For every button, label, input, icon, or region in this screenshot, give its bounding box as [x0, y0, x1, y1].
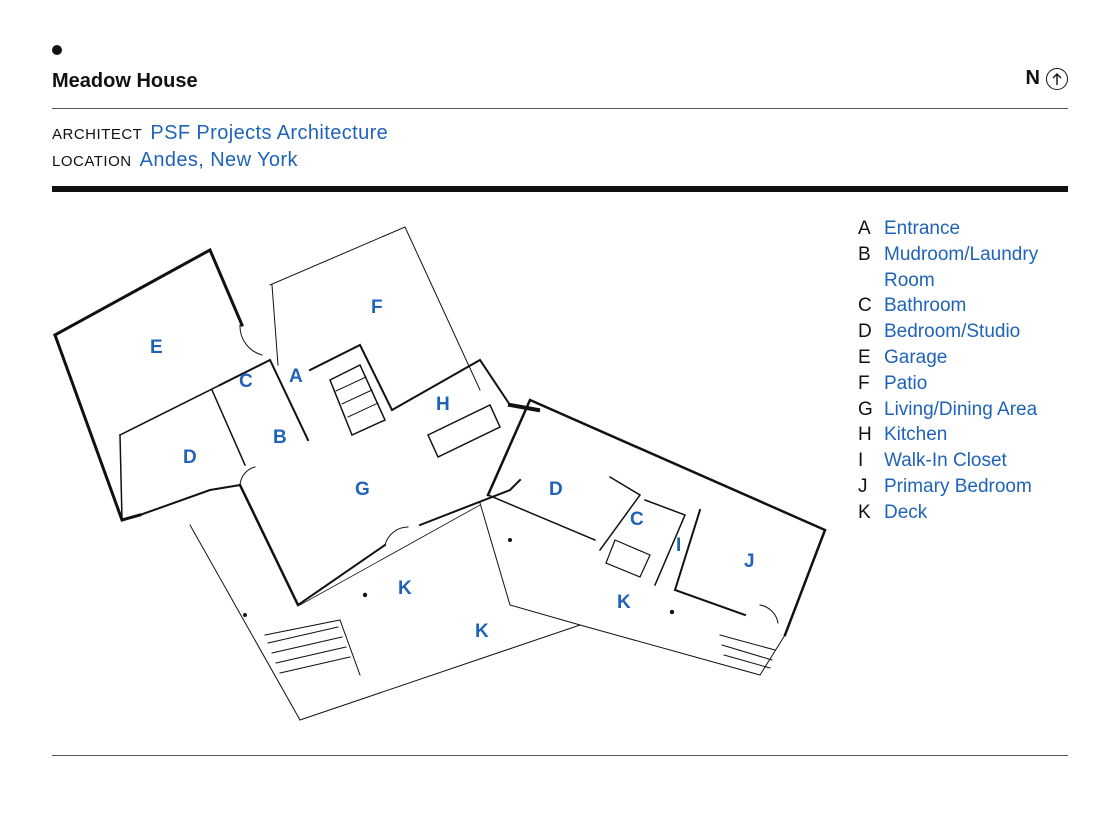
room-label-b: B	[273, 427, 287, 448]
deck-inner-edge	[299, 504, 481, 606]
door-swing-primary	[759, 604, 779, 624]
door-swing-bedroom	[239, 466, 256, 486]
room-label-k-east: K	[617, 592, 631, 613]
north-indicator: N	[1026, 67, 1068, 90]
deck-post	[508, 538, 512, 542]
bedroom-south-wall	[138, 483, 242, 517]
bath-wall	[218, 358, 310, 442]
architect-value: PSF Projects Architecture	[150, 122, 389, 144]
bedroom-west-wall	[119, 434, 123, 521]
kitchen-wall	[390, 358, 512, 412]
shower-wall	[211, 389, 246, 466]
door-swing-garage	[239, 324, 263, 356]
garage-wall	[52, 247, 244, 338]
living-west-wall	[238, 483, 300, 607]
deck-post	[362, 592, 368, 598]
location-label: LOCATION	[52, 153, 132, 170]
living-south-glazing	[418, 478, 522, 527]
room-label-d-east: D	[549, 479, 563, 500]
arrow-up-circle-icon	[1046, 67, 1068, 90]
deck-east-steps	[719, 634, 776, 669]
room-label-d-west: D	[183, 447, 197, 468]
location-line: LOCATION Andes, New York	[52, 149, 298, 172]
floor-plan: E F C A H B D G D C I J K K K	[52, 226, 827, 721]
footer-divider	[52, 755, 1068, 756]
wing-bath-wall	[598, 475, 642, 552]
header-divider	[52, 108, 1068, 109]
living-south-wall	[296, 543, 387, 607]
stair-wall	[308, 343, 394, 412]
bathtub	[605, 539, 651, 578]
deck-mid	[479, 502, 581, 626]
room-label-a: A	[289, 366, 303, 387]
garage-west-wall	[53, 333, 142, 522]
wing-bedroom-south-wall	[487, 494, 596, 541]
garage-bedroom-divider	[118, 383, 222, 437]
architect-line: ARCHITECT PSF Projects Architecture	[52, 122, 388, 145]
room-label-g: G	[355, 479, 370, 500]
page-title: Meadow House	[52, 70, 198, 92]
door-swing-living	[384, 526, 409, 546]
room-label-k-south: K	[475, 621, 489, 642]
deck-post	[243, 613, 247, 617]
stair-treads	[335, 376, 379, 418]
room-label-f: F	[371, 297, 383, 318]
bullet-dot	[52, 45, 62, 55]
kitchen-island	[427, 403, 501, 459]
architect-label: ARCHITECT	[52, 126, 143, 143]
deck-east-outer	[579, 624, 786, 676]
section-divider	[52, 186, 1068, 192]
room-label-j: J	[744, 551, 755, 572]
deck-outer	[189, 524, 581, 721]
primary-bedroom-wall	[673, 508, 747, 617]
closet-wall	[644, 499, 686, 586]
deck-steps	[267, 626, 351, 674]
location-value: Andes, New York	[139, 149, 298, 171]
room-label-e: E	[150, 337, 163, 358]
patio-outline	[269, 226, 481, 391]
deck-post	[669, 609, 675, 615]
stair	[329, 363, 386, 437]
room-label-k-west: K	[398, 578, 412, 599]
patio-edge	[271, 284, 279, 366]
room-labels: E F C A H B D G D C I J K K K	[150, 297, 755, 642]
wing-north-wall	[486, 398, 827, 637]
room-label-c-west: C	[239, 371, 253, 392]
room-label-i: I	[676, 535, 681, 556]
room-label-h: H	[436, 394, 450, 415]
living-column	[507, 402, 541, 413]
north-label: N	[1025, 67, 1040, 89]
deck-step-frame	[264, 619, 361, 676]
room-label-c-east: C	[630, 509, 644, 530]
